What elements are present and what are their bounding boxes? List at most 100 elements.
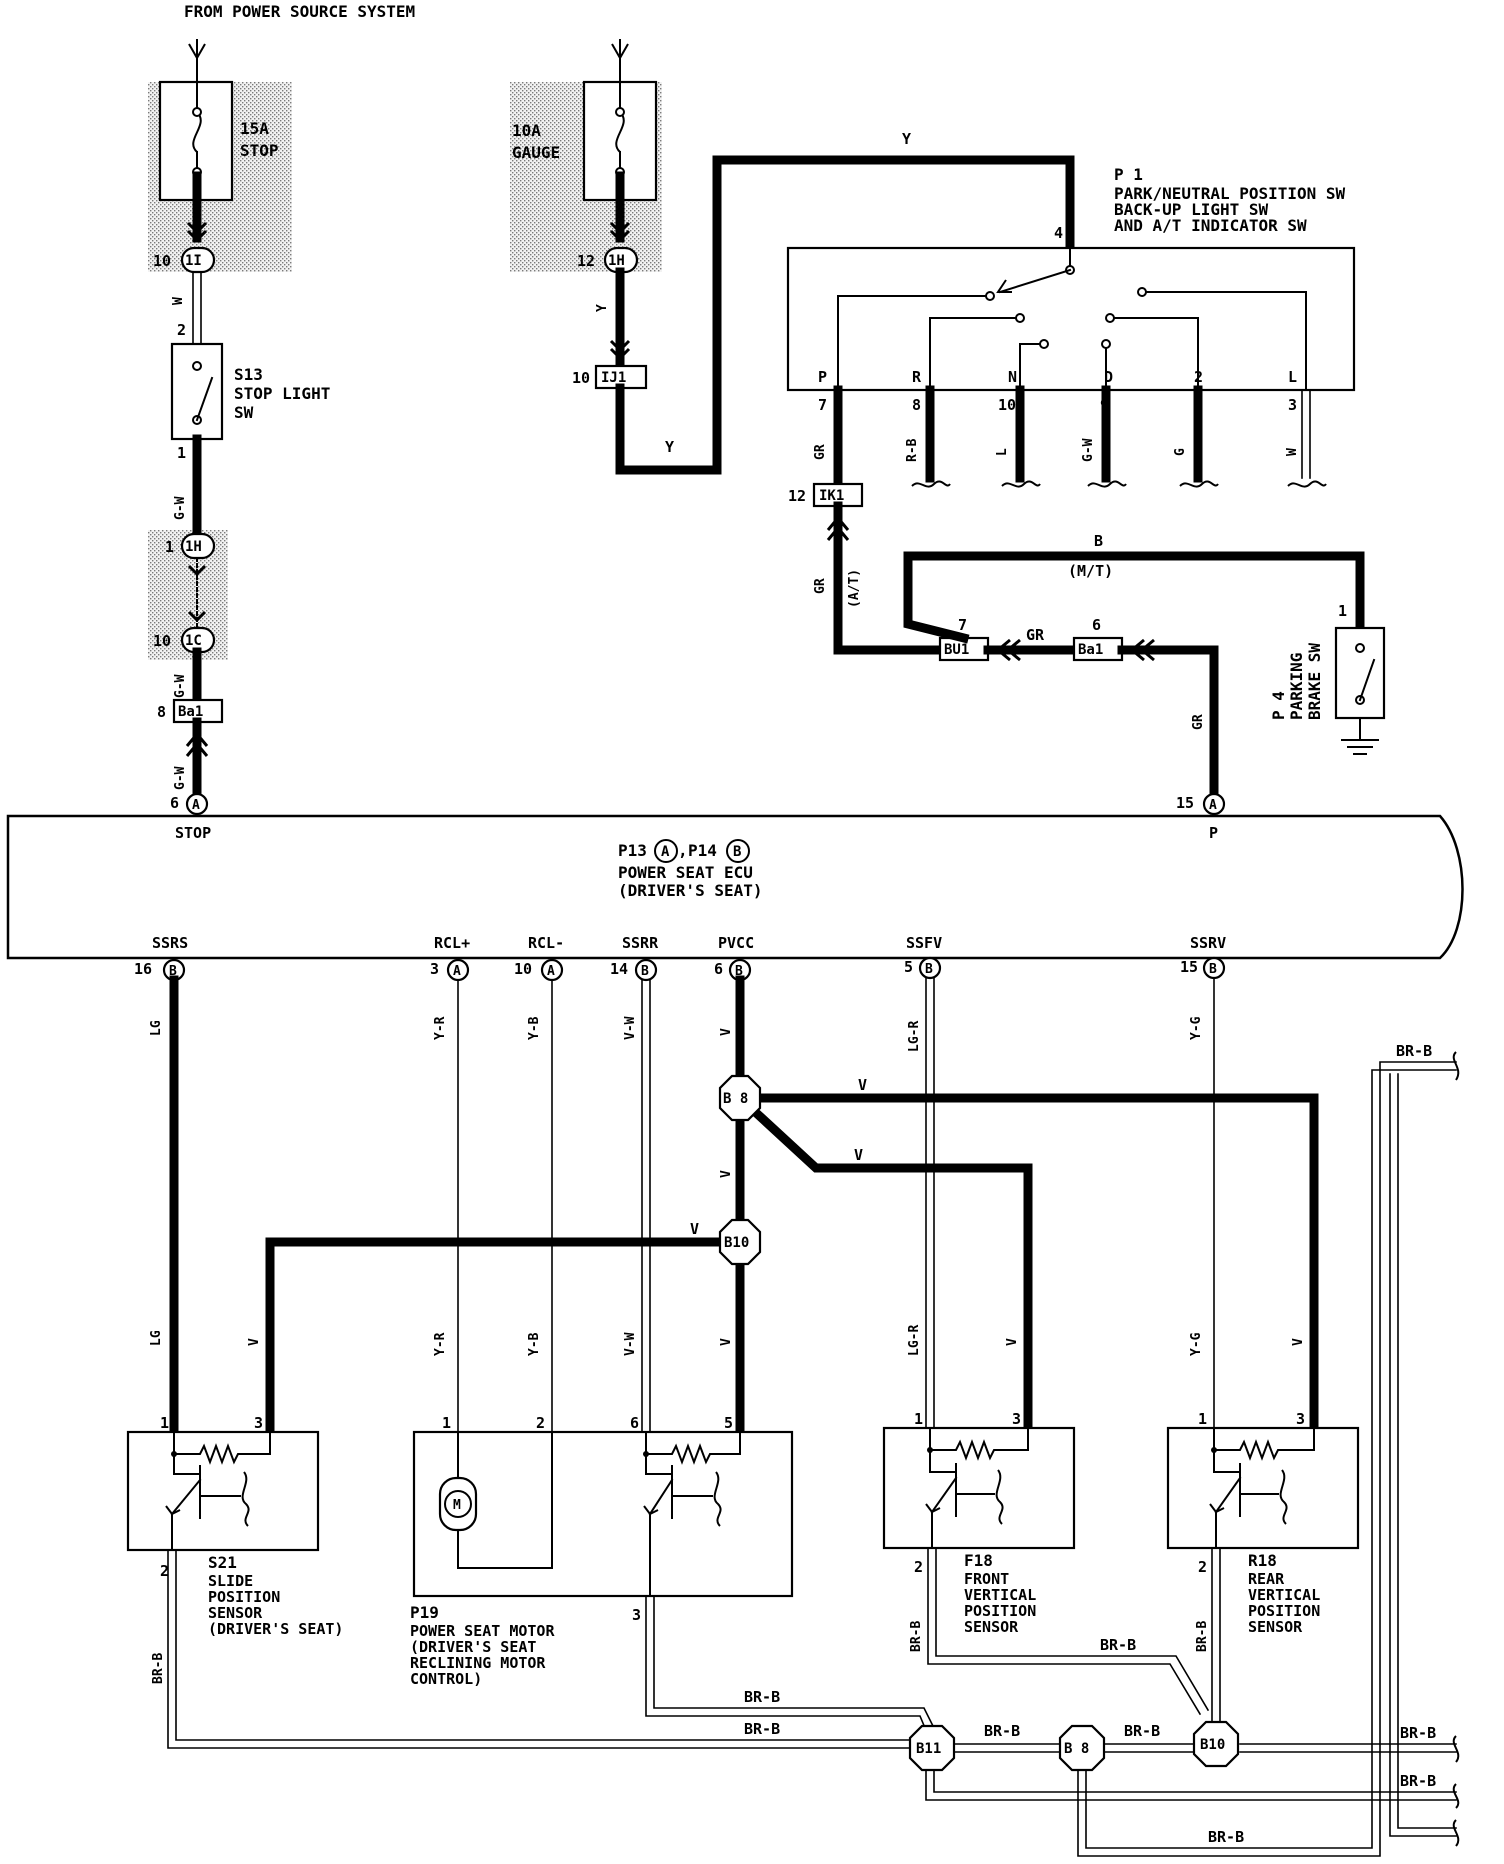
connector-Ba1-left-pin: 8 xyxy=(157,703,166,721)
wire-label-vw-1: V-W xyxy=(623,1016,638,1040)
wire-label-brb-top-right: BR-B xyxy=(1396,1042,1432,1060)
ecu-title-p13: P13 xyxy=(618,841,647,860)
connector-1H-stop-id: 1H xyxy=(185,539,202,555)
p1-position-d: D xyxy=(1104,368,1113,386)
wire-label-gw-1: G-W xyxy=(173,496,188,520)
p1-position-r: R xyxy=(912,368,922,386)
f18-code: F18 xyxy=(964,1551,993,1570)
p19-line2: (DRIVER'S SEAT xyxy=(410,1638,536,1656)
wire-label-rb: R-B xyxy=(905,438,920,462)
p1-position-2: 2 xyxy=(1194,368,1203,386)
f18-line3: POSITION xyxy=(964,1602,1036,1620)
connector-1H-gauge-pin: 12 xyxy=(577,252,595,270)
wire-label-v-b10: V xyxy=(690,1220,699,1238)
parking-brake-switch xyxy=(1334,626,1386,755)
stop-fuse-rating: 15A xyxy=(240,119,269,138)
junction-b10-lower xyxy=(1192,1720,1240,1768)
wire-label-y-gauge: Y xyxy=(595,304,610,312)
wire-label-brb-s21-h: BR-B xyxy=(744,1720,780,1738)
ecu-title-b: B xyxy=(733,844,741,860)
wire-label-vw-2: V-W xyxy=(623,1332,638,1356)
p4-code: P 4 xyxy=(1269,691,1288,720)
connector-1H-stop-pin: 1 xyxy=(165,538,174,556)
junction-b11-label: B11 xyxy=(916,1741,941,1757)
wire-label-b: B xyxy=(1094,532,1103,550)
wire-label-w-stop: W xyxy=(171,297,186,305)
junction-b8-upper xyxy=(718,1074,762,1122)
r18-code: R18 xyxy=(1248,1551,1277,1570)
s21-line2: POSITION xyxy=(208,1588,280,1606)
wire-label-lg-1: LG xyxy=(149,1020,164,1036)
connector-Ba1-left-id: Ba1 xyxy=(178,704,203,720)
wire-label-brb-b11-b8: BR-B xyxy=(984,1722,1020,1740)
r18-pin-2: 2 xyxy=(1198,1558,1207,1576)
ecu-terminal-p xyxy=(1202,792,1226,816)
p19-pin-3: 3 xyxy=(632,1606,641,1624)
p19-line1: POWER SEAT MOTOR xyxy=(410,1622,555,1640)
wire-label-gw-3: G-W xyxy=(173,766,188,790)
ecu-terminal-ssrr-pin: 14 xyxy=(610,960,628,978)
ecu-name-ssrr: SSRR xyxy=(622,934,659,952)
wire-label-gr-ecu: GR xyxy=(1191,714,1206,730)
junction-b10-lower-label: B10 xyxy=(1200,1737,1225,1753)
wire-label-brb-p19: BR-B xyxy=(744,1688,780,1706)
connector-IK1-id: IK1 xyxy=(819,488,844,504)
gauge-fuse-name: GAUGE xyxy=(512,143,560,162)
ecu-terminal-rcl-minus-pin: 10 xyxy=(514,960,532,978)
f18-pin-2: 2 xyxy=(914,1558,923,1576)
wire-label-brb-r18: BR-B xyxy=(1195,1621,1210,1652)
wire-label-v-r18: V xyxy=(858,1076,867,1094)
p1-input-pin: 4 xyxy=(1054,224,1063,242)
ecu-terminal-pvcc-pin: 6 xyxy=(714,960,723,978)
ecu-terminal-rcl-minus-conn: A xyxy=(547,964,555,979)
ground-wires xyxy=(167,1051,1460,1857)
p19-pin-5: 5 xyxy=(724,1414,733,1432)
wire-label-l: L xyxy=(995,448,1010,456)
f18-pin-1: 1 xyxy=(914,1410,923,1428)
wire-label-v-s21: V xyxy=(247,1338,262,1346)
connector-BU1-pin: 7 xyxy=(958,616,967,634)
wire-label-brb-right-2: BR-B xyxy=(1400,1772,1436,1790)
wire-label-v-f18: V xyxy=(854,1146,863,1164)
wire-label-mt: (M/T) xyxy=(1068,562,1113,580)
wire-label-yr-1: Y-R xyxy=(433,1016,448,1040)
wire-label-v-r18-2: V xyxy=(1291,1338,1306,1346)
junction-b8-lower-label: B 8 xyxy=(1064,1741,1089,1757)
r18-line2: VERTICAL xyxy=(1248,1586,1320,1604)
front-vertical-position-sensor xyxy=(882,1426,1076,1550)
connector-1I-id: 1I xyxy=(185,253,202,269)
p1-code: P 1 xyxy=(1114,165,1143,184)
ecu-title-a: A xyxy=(661,844,670,860)
wire-label-at: (A/T) xyxy=(847,569,862,608)
s13-name-line1: STOP LIGHT xyxy=(234,384,330,403)
gauge-fuse-rating: 10A xyxy=(512,121,541,140)
p4-line1: PARKING xyxy=(1287,653,1306,720)
p1-pin-8: 8 xyxy=(912,396,921,414)
motor-icon xyxy=(438,1476,478,1532)
wire-label-lgr-1: LG-R xyxy=(907,1021,922,1052)
wire-label-lg-2: LG xyxy=(149,1330,164,1346)
ecu-terminal-rcl-plus-conn: A xyxy=(453,964,461,979)
ecu-terminal-ssfv-pin: 5 xyxy=(904,958,913,976)
wire-label-yb-2: Y-B xyxy=(527,1332,542,1356)
park-neutral-switch xyxy=(786,246,1356,392)
rear-vertical-position-sensor xyxy=(1166,1426,1360,1550)
power-source-label: FROM POWER SOURCE SYSTEM xyxy=(184,2,415,21)
wire-label-v-pvcc-3: V xyxy=(719,1338,734,1346)
wire-label-gw-p1: G-W xyxy=(1081,438,1096,462)
connector-IJ1-pin: 10 xyxy=(572,369,590,387)
ecu-terminal-pvcc-conn: B xyxy=(735,964,743,979)
ecu-terminal-ssrv-conn: B xyxy=(1209,962,1217,977)
p19-pin-1: 1 xyxy=(442,1414,451,1432)
motor-symbol: M xyxy=(453,1498,461,1513)
wire-label-gr-p1: GR xyxy=(813,444,828,460)
ecu-name-rcl-minus: RCL- xyxy=(528,934,564,952)
ecu-terminal-ssrv-pin: 15 xyxy=(1180,958,1198,976)
ecu-terminal-ssrs-pin: 16 xyxy=(134,960,152,978)
ecu-terminal-ssrs-conn: B xyxy=(169,964,177,979)
wire-label-w-p1: W xyxy=(1285,448,1300,456)
wire-label-yb-1: Y-B xyxy=(527,1016,542,1040)
r18-pin-1: 1 xyxy=(1198,1410,1207,1428)
junction-b11 xyxy=(908,1724,956,1772)
wire-label-lgr-2: LG-R xyxy=(907,1325,922,1356)
